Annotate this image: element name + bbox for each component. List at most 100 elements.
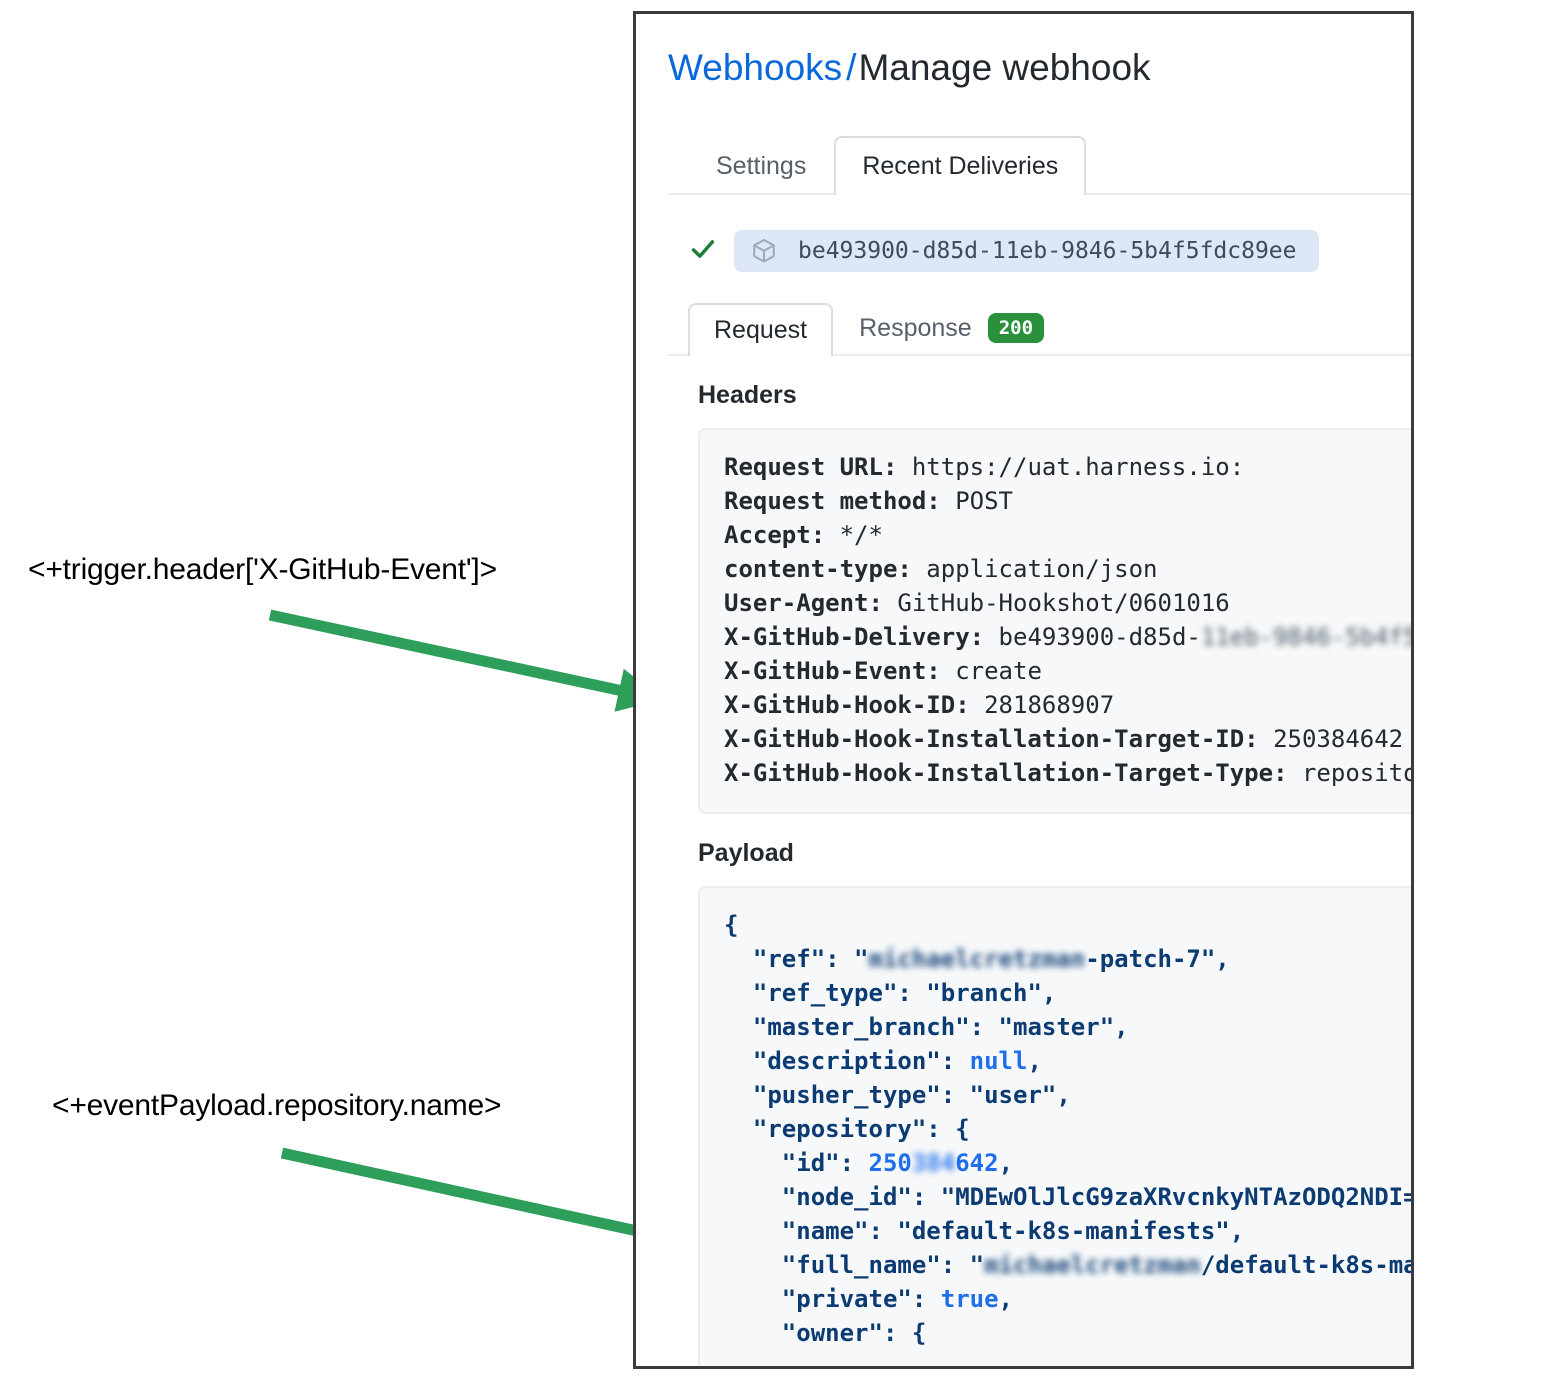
package-cube-icon [750,237,778,265]
page-title: Manage webhook [858,47,1151,88]
header-line-x-github-event: X-GitHub-Event: create [724,654,1411,688]
tab-recent-deliveries[interactable]: Recent Deliveries [834,136,1087,196]
header-value: POST [955,487,1013,516]
primary-tabbar: Settings Recent Deliveries [668,123,1411,196]
payload-punct: , [998,1149,1014,1178]
payload-line: "node_id": "MDEwOlJlcG9zaXRvcnkyNTAzODQ2… [724,1180,1414,1214]
redacted-delivery-suffix: 11eb-9846-5b4f5fdc89ee [1200,623,1411,652]
payload-code-panel: { "ref": "michaelcretzman-patch-7", "ref… [698,886,1414,1366]
payload-line: "description": null, [724,1044,1411,1078]
headers-section-title: Headers [698,381,797,410]
header-key: X-GitHub-Hook-Installation-Target-Type: [724,759,1288,788]
payload-line: "master_branch": "master", [724,1010,1411,1044]
payload-number: 642 [955,1149,999,1178]
delivery-guid-text: be493900-d85d-11eb-9846-5b4f5fdc89ee [798,238,1297,265]
header-value: */* [839,521,883,550]
redacted-username: michaelcretzman [868,945,1086,974]
delivery-id-pill[interactable]: be493900-d85d-11eb-9846-5b4f5fdc89ee [734,230,1319,273]
payload-key: "repository" [752,1115,927,1144]
webhook-panel-frame: Webhooks/Manage webhook Settings Recent … [633,11,1414,1369]
payload-punct: : " [825,945,869,974]
header-value: GitHub-Hookshot/0601016 [897,589,1230,618]
breadcrumb-link-webhooks[interactable]: Webhooks [668,47,843,88]
payload-value: : "branch", [897,979,1057,1008]
tab-request[interactable]: Request [688,303,834,357]
header-key: X-GitHub-Event: [724,657,941,686]
redacted-username: michaelcretzman [984,1251,1201,1280]
header-key: Request URL: [724,453,898,482]
header-value: repository [1301,759,1411,788]
payload-section-title: Payload [698,839,794,868]
header-value: 250384642 [1273,725,1404,754]
header-key: content-type: [724,555,912,584]
tab-response-label: Response [859,313,972,342]
annotation-label-event-payload: <+eventPayload.repository.name> [52,1089,502,1122]
payload-key: "master_branch" [752,1013,970,1042]
header-key: Accept: [724,521,826,550]
tab-request-label: Request [714,316,808,345]
payload-open-brace: { [724,911,739,940]
payload-punct: , [998,1285,1013,1314]
payload-value: : "master", [969,1013,1129,1042]
breadcrumb: Webhooks/Manage webhook [668,14,1411,90]
header-key: Request method: [724,487,941,516]
tab-settings[interactable]: Settings [716,152,807,181]
header-key: X-GitHub-Hook-ID: [724,691,970,720]
header-key: X-GitHub-Hook-Installation-Target-ID: [724,725,1259,754]
header-value: application/json [926,555,1158,584]
payload-line: { [724,908,1411,942]
payload-line-ref: "ref": "michaelcretzman-patch-7", [724,942,1411,976]
payload-line: "ref_type": "branch", [724,976,1411,1010]
payload-key: "id" [781,1149,840,1178]
header-line: Request URL: https://uat.harness.io: [724,450,1411,484]
status-badge: 200 [987,313,1045,344]
payload-key: "full_name" [781,1251,941,1280]
header-line: X-GitHub-Delivery: be493900-d85d-11eb-98… [724,620,1411,654]
payload-line: "pusher_type": "user", [724,1078,1411,1112]
payload-key: "pusher_type" [752,1081,941,1110]
payload-value: : "user", [940,1081,1071,1110]
payload-punct: : [839,1149,869,1178]
header-line: X-GitHub-Hook-Installation-Target-ID: 25… [724,722,1411,756]
annotation-label-trigger-header: <+trigger.header['X-GitHub-Event']> [28,553,497,586]
payload-key: "node_id" [781,1183,912,1212]
payload-value: /default-k8s-manifests", [1200,1251,1414,1280]
payload-key: "description" [752,1047,941,1076]
payload-punct: : [940,1047,970,1076]
payload-punct: : " [940,1251,985,1280]
header-value: be493900-d85d- [998,623,1201,652]
payload-punct: : { [926,1115,970,1144]
payload-key: "name" [781,1217,869,1246]
header-line: Accept: */* [724,518,1411,552]
payload-value: -patch-7", [1085,945,1230,974]
header-line: X-GitHub-Hook-ID: 281868907 [724,688,1411,722]
header-value: https://uat.harness.io: [911,453,1245,482]
headers-code-panel: Request URL: https://uat.harness.io: Req… [698,428,1411,815]
payload-literal: true [940,1285,999,1314]
header-line: Request method: POST [724,484,1411,518]
header-value: 281868907 [984,691,1115,720]
payload-line-full-name: "full_name": "michaelcretzman/default-k8… [724,1248,1414,1282]
webhook-panel-content: Webhooks/Manage webhook Settings Recent … [636,14,1414,1366]
header-key: User-Agent: [724,589,883,618]
header-line: content-type: application/json [724,552,1411,586]
payload-number: 250 [868,1149,912,1178]
tab-response[interactable]: Response 200 [833,298,1070,356]
check-icon [690,235,716,267]
payload-literal: null [969,1047,1028,1076]
payload-punct: : { [882,1319,927,1348]
header-key: X-GitHub-Delivery: [724,623,985,652]
payload-punct: , [1027,1047,1042,1076]
payload-value: : "MDEwOlJlcG9zaXRvcnkyNTAzODQ2NDI=", [911,1183,1414,1212]
payload-key: "ref" [752,945,826,974]
payload-value: : "default-k8s-manifests", [868,1217,1245,1246]
header-line: User-Agent: GitHub-Hookshot/0601016 [724,586,1411,620]
payload-line: "repository": { [724,1112,1411,1146]
breadcrumb-separator: / [846,47,857,88]
payload-line: "private": true, [724,1282,1411,1316]
delivery-row: be493900-d85d-11eb-9846-5b4f5fdc89ee [668,230,1411,273]
payload-key: "private" [781,1285,912,1314]
request-response-tabbar: Request Response 200 [668,294,1411,357]
payload-line: "owner": { [724,1316,1411,1350]
payload-punct: : [911,1285,941,1314]
